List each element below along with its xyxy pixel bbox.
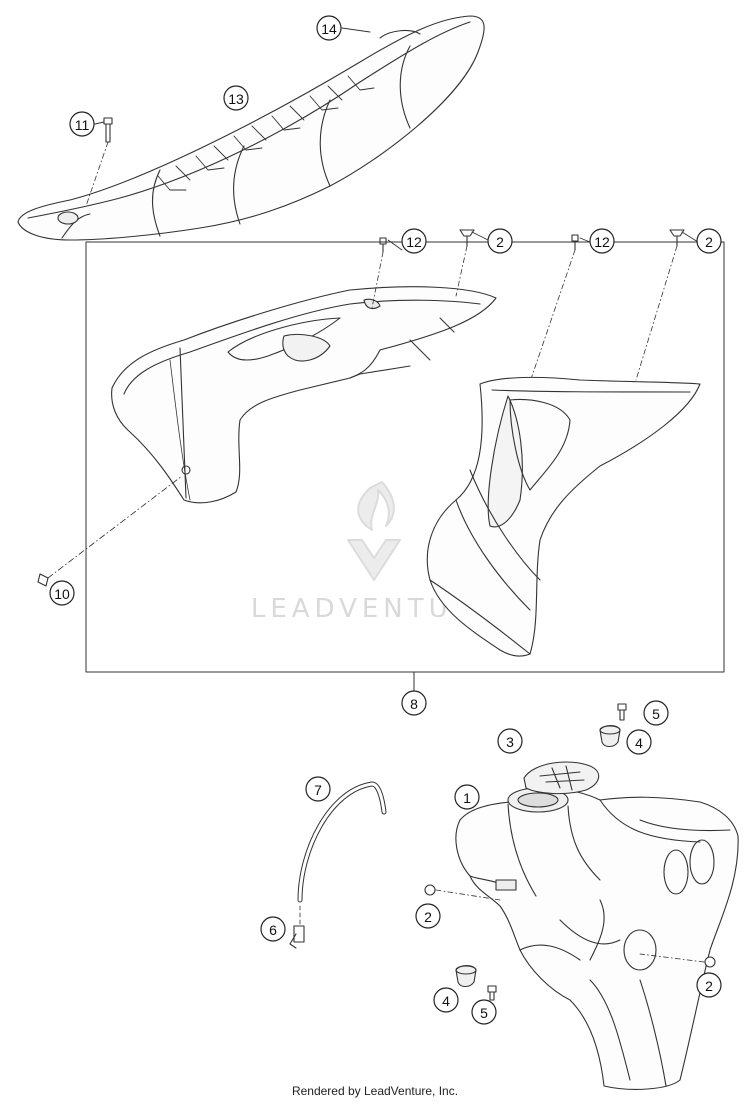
- callout-10: [49, 580, 75, 606]
- callout-2a: [487, 228, 513, 254]
- footer-credit: Rendered by LeadVenture, Inc.: [291, 1084, 459, 1098]
- push-rivet-2d: [704, 956, 716, 968]
- callout-2b-label: 2: [705, 234, 713, 250]
- callout-14-label: 14: [321, 21, 337, 37]
- callout-2c: [415, 903, 441, 929]
- bolt-10: [37, 573, 49, 587]
- callout-12a-label: 12: [406, 234, 422, 250]
- grommet-4b: [455, 964, 477, 988]
- bolt-5a: [617, 703, 627, 721]
- callout-8: [401, 690, 427, 716]
- seat-part: [17, 15, 485, 241]
- callout-5b: [471, 999, 497, 1025]
- callout-6-label: 6: [269, 922, 277, 938]
- callout-12b: [589, 228, 615, 254]
- callout-13: [223, 85, 249, 111]
- check-valve: [289, 925, 305, 949]
- callout-2b: [696, 228, 722, 254]
- callout-5a-label: 5: [652, 706, 660, 722]
- bolt-11: [103, 117, 113, 143]
- callout-5b-label: 5: [480, 1005, 488, 1021]
- grommet-4a: [599, 724, 621, 748]
- callout-4b: [433, 987, 459, 1013]
- screw-12b: [571, 234, 579, 251]
- callout-12b-label: 12: [594, 234, 610, 250]
- callout-3: [497, 728, 523, 754]
- callout-5a: [643, 700, 669, 726]
- callout-4a: [626, 729, 652, 755]
- callout-2a-label: 2: [496, 234, 504, 250]
- callout-12a: [401, 228, 427, 254]
- left-side-panel: [111, 286, 497, 504]
- callout-4a-label: 4: [635, 735, 643, 751]
- breather-hose: [297, 781, 387, 903]
- bolt-5b: [487, 985, 497, 1001]
- watermark-logo: [347, 481, 401, 581]
- callout-2d: [696, 972, 722, 998]
- push-rivet-2b: [669, 229, 685, 247]
- screw-12a: [379, 237, 387, 253]
- callout-7-label: 7: [314, 782, 322, 798]
- callout-2c-label: 2: [424, 909, 432, 925]
- callout-6: [260, 916, 286, 942]
- push-rivet-2c: [424, 884, 436, 896]
- right-side-panel: [426, 376, 701, 657]
- callout-1-label: 1: [463, 790, 471, 806]
- callout-8-label: 8: [410, 696, 418, 712]
- callout-11-label: 11: [75, 117, 90, 133]
- callout-4b-label: 4: [442, 993, 450, 1009]
- callout-14: [316, 15, 342, 41]
- callout-2d-label: 2: [705, 978, 713, 994]
- callout-3-label: 3: [506, 734, 514, 750]
- callout-10-label: 10: [54, 586, 70, 602]
- callouts: [49, 15, 722, 1025]
- fuel-tank: [455, 787, 739, 1090]
- fuel-cap: [523, 761, 600, 795]
- callout-11: [69, 111, 95, 137]
- callout-7: [305, 776, 331, 802]
- callout-1: [454, 784, 480, 810]
- push-rivet-2a: [459, 229, 475, 247]
- callout-13-label: 13: [228, 91, 244, 107]
